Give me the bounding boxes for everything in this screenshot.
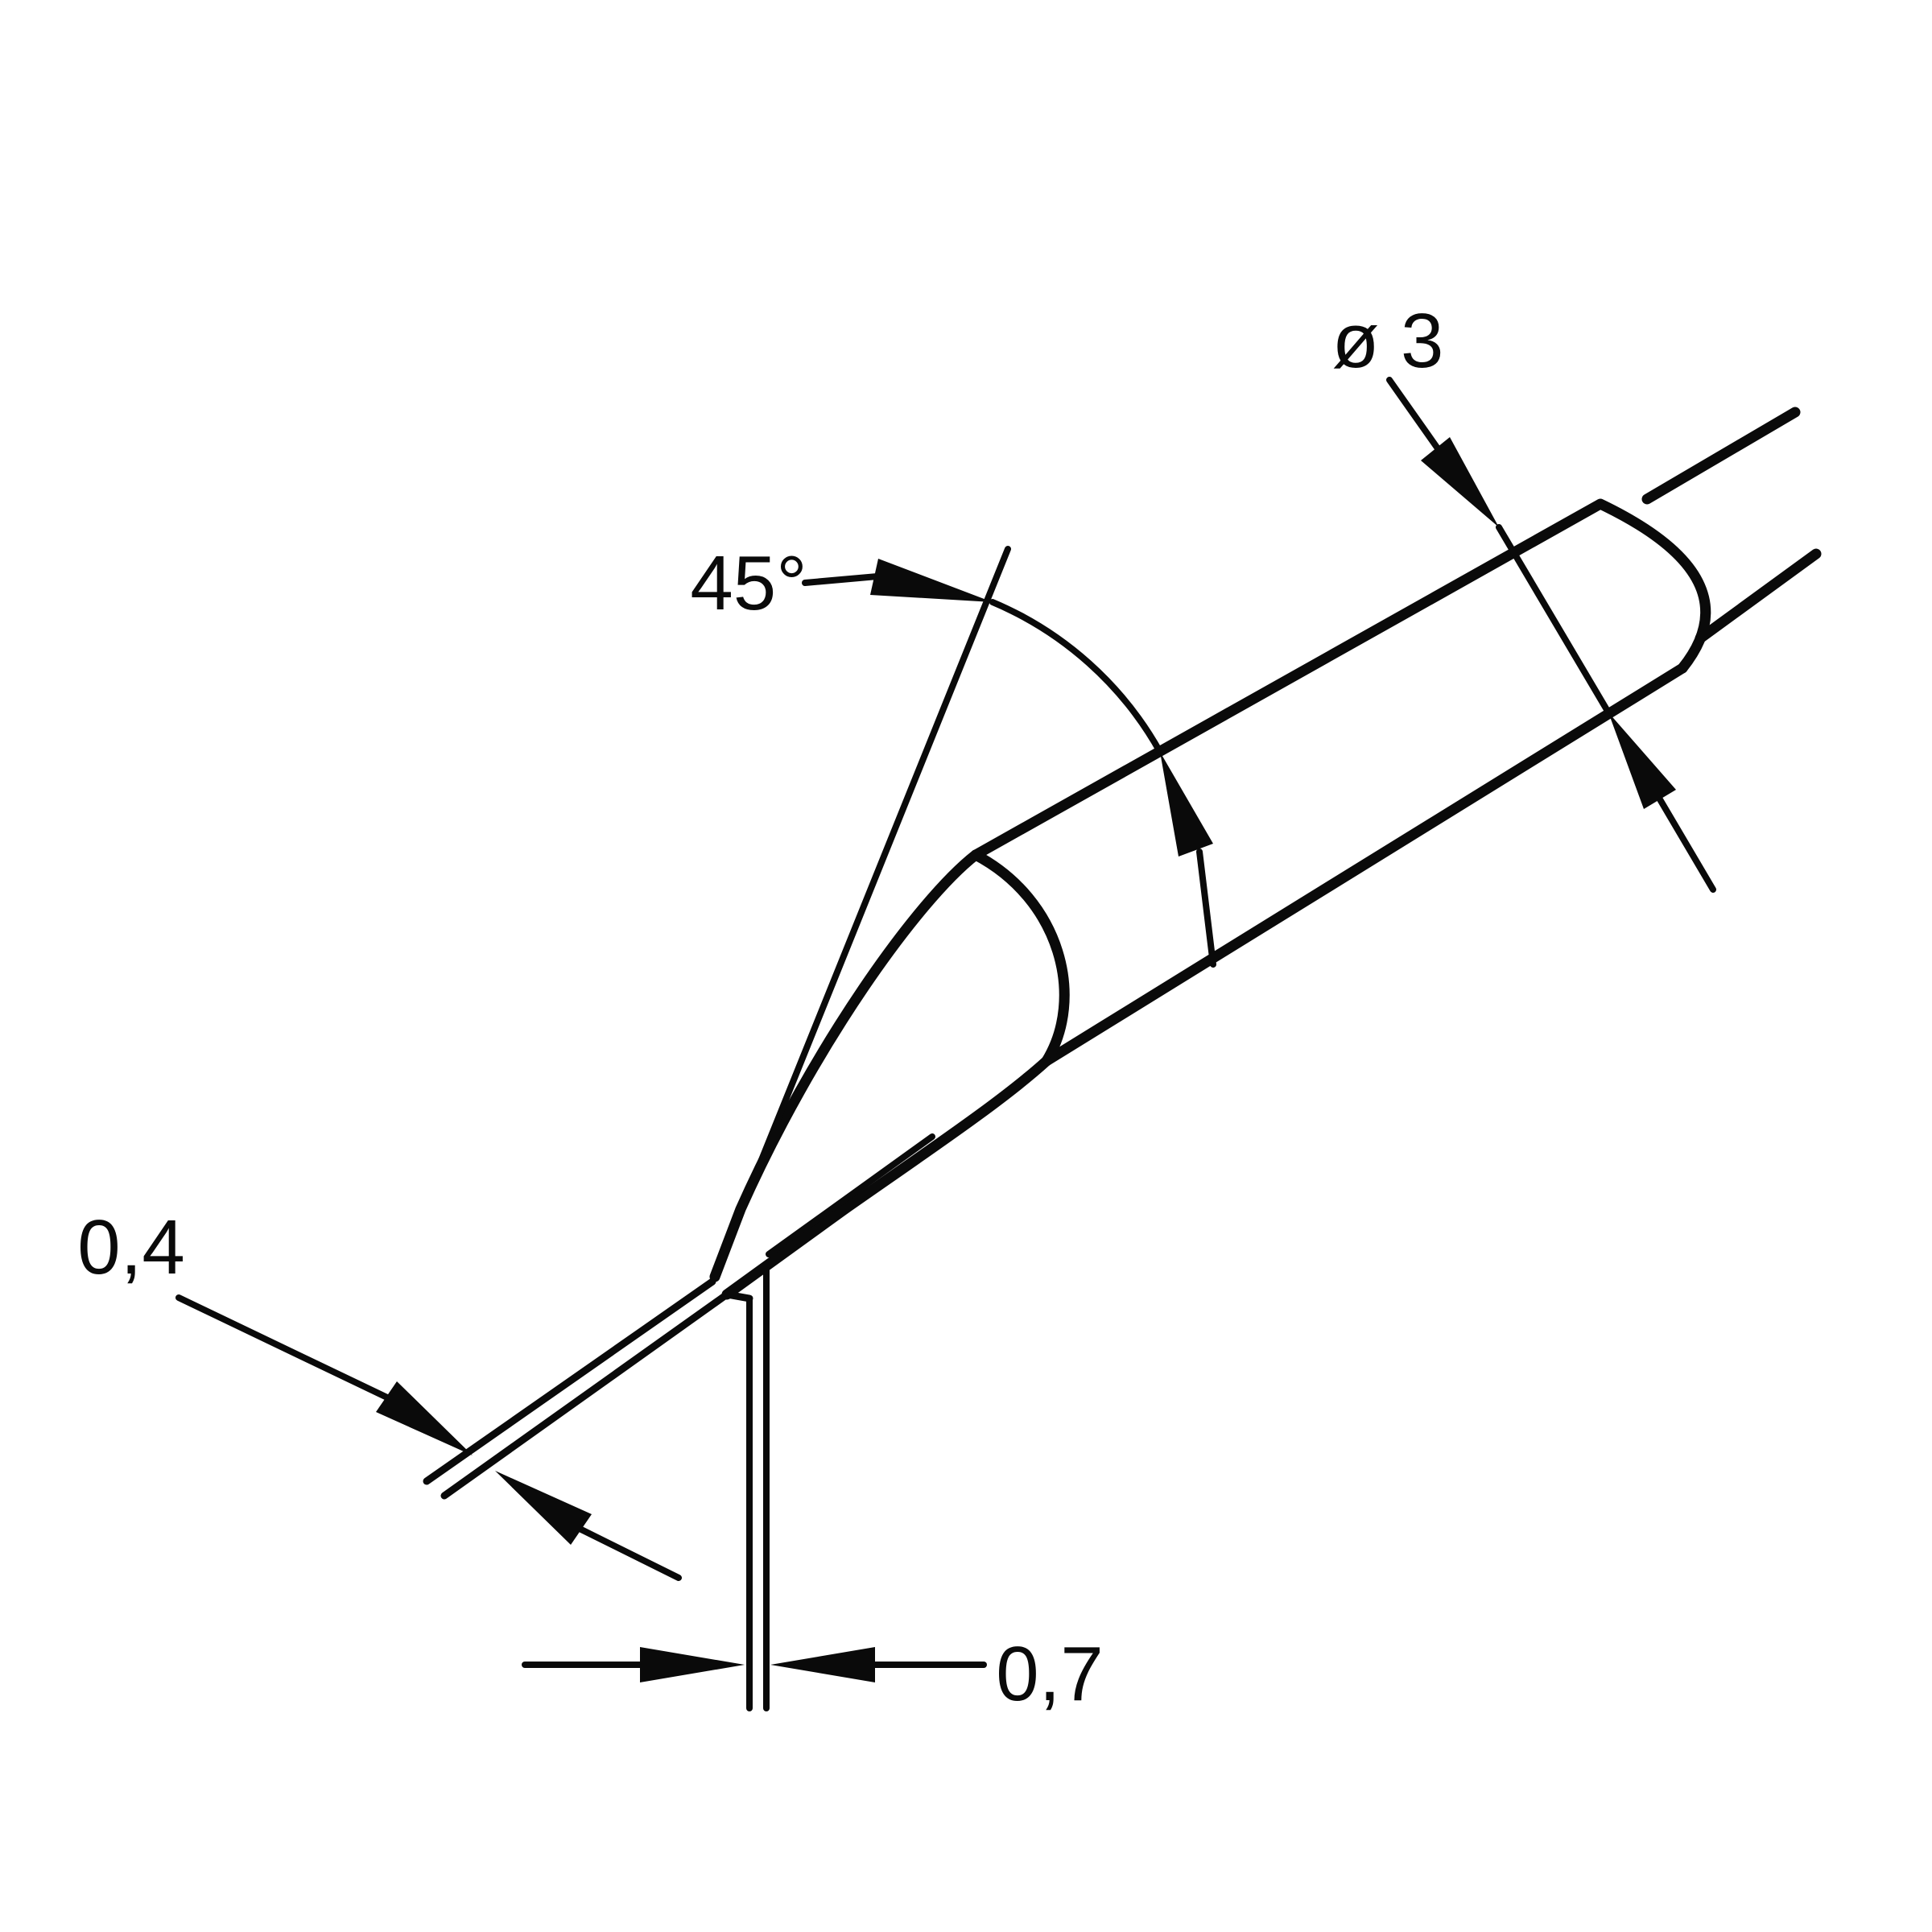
angle-arrowhead-right — [1160, 752, 1213, 857]
diameter-arrowhead-bottom — [1608, 712, 1676, 809]
cone-base-ellipse — [970, 849, 1070, 1067]
diameter-arrow-tail — [1657, 796, 1716, 893]
dim-label-thickness: 0,4 — [77, 1204, 184, 1290]
shaft-bottom-edge — [1041, 663, 1688, 1067]
blade-lower-line — [440, 1290, 731, 1500]
shaft-top-edge-and-cap — [970, 498, 1711, 861]
thickness-arrow-tail — [578, 1526, 682, 1581]
shaft-continuation-top — [1641, 407, 1801, 505]
angle-arrow-tail — [1196, 848, 1216, 968]
dim-label-diameter: ø 3 — [1332, 298, 1444, 384]
dimension-angle-45: 45° — [690, 540, 1216, 1285]
width-arrowhead-left — [640, 1647, 745, 1682]
width-arrowhead-right — [770, 1647, 875, 1682]
diameter-leader-line — [1386, 377, 1443, 454]
thickness-leader-line — [175, 1294, 392, 1402]
cone-bottom-silhouette — [721, 1055, 1052, 1300]
tip-junction — [723, 1290, 753, 1302]
part-outline — [423, 407, 1822, 1711]
chisel-flat-edge — [766, 1133, 935, 1257]
diameter-arrowhead-top — [1421, 437, 1499, 527]
dimension-width-07: 0,7 — [522, 1631, 1104, 1717]
dim-label-width: 0,7 — [996, 1631, 1103, 1717]
blade-upper-line — [423, 1278, 716, 1485]
angle-leader-line — [802, 573, 881, 586]
angle-arc — [989, 599, 1163, 755]
angle-arrowhead-left — [870, 559, 993, 602]
diameter-dimension-line — [1496, 524, 1612, 716]
angle-tangent-line — [709, 546, 1011, 1285]
dim-label-angle: 45° — [690, 540, 807, 626]
thickness-arrowhead-lower — [495, 1471, 592, 1545]
shaft-continuation-bottom — [1695, 548, 1822, 644]
dimension-thickness-04: 0,4 — [77, 1204, 682, 1581]
dimension-diameter-3: ø 3 — [1332, 298, 1716, 893]
thickness-arrowhead-upper — [376, 1381, 473, 1455]
